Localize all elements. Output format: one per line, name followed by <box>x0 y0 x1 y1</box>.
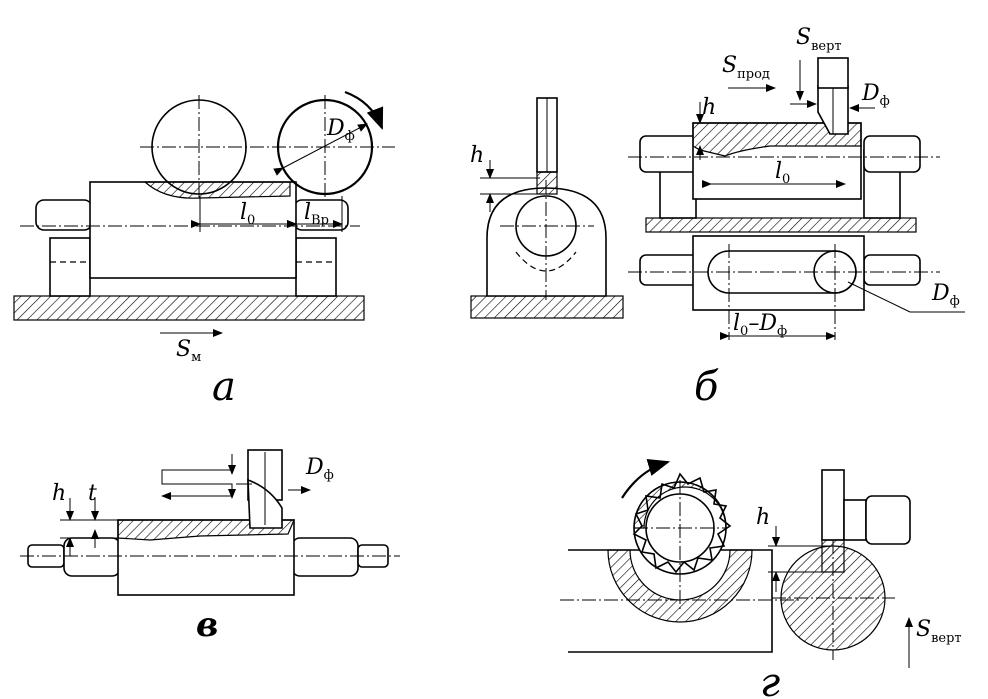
label-s-vert-b: S <box>796 25 811 50</box>
svg-text:l0–Dф: l0–Dф <box>733 311 787 339</box>
figure-b-front: h <box>470 97 624 319</box>
caption-b: б <box>694 364 719 410</box>
figure-a: Dф l0 lВр Sм а <box>13 90 395 410</box>
svg-text:l0: l0 <box>240 200 255 228</box>
label-s-vert-g: S <box>916 617 931 642</box>
right-support <box>295 237 337 297</box>
label-h-side: h <box>702 95 716 120</box>
workpiece-plan <box>692 235 865 311</box>
label-l0-a: l <box>240 200 247 225</box>
caption-g: г <box>760 660 780 699</box>
figure-b-side: Sпрод Sверт Dф h l0 Dф l0–Dф б <box>628 25 965 410</box>
figure-v: h t Dф в <box>20 449 400 645</box>
svg-text:l0: l0 <box>775 159 790 187</box>
label-sm-a: S <box>176 337 191 362</box>
label-h-v: h <box>52 481 66 506</box>
svg-text:Dф: Dф <box>326 116 355 144</box>
label-t-v: t <box>88 481 97 506</box>
machine-table <box>13 295 365 321</box>
label-d-phi-b: D <box>861 81 880 106</box>
toothed-disc-cutter <box>632 472 732 610</box>
caption-a: а <box>212 364 236 410</box>
label-l0-b: l <box>775 159 782 184</box>
label-d-phi-plan: D <box>931 281 950 306</box>
label-h-g: h <box>756 505 770 530</box>
svg-text:lВр: lВр <box>304 200 329 228</box>
svg-text:Sверт: Sверт <box>916 617 962 646</box>
label-lvr-a: l <box>304 200 311 225</box>
label-l0-minus-dphi: l <box>733 311 740 336</box>
svg-text:Dф: Dф <box>931 281 960 309</box>
svg-text:Sпрод: Sпрод <box>722 53 770 82</box>
left-support <box>49 237 91 297</box>
label-s-prod: S <box>722 53 737 78</box>
figure-g: h Sверт г <box>560 458 962 699</box>
label-h-front: h <box>470 143 484 168</box>
svg-text:Sверт: Sверт <box>796 25 842 54</box>
svg-text:Dф: Dф <box>861 81 890 109</box>
label-d-phi-a: D <box>326 116 345 141</box>
caption-v: в <box>196 605 218 645</box>
keyway-side <box>692 122 862 157</box>
label-d-phi-v: D <box>305 455 324 480</box>
svg-text:Sм: Sм <box>176 337 201 365</box>
svg-text:Dф: Dф <box>305 455 334 483</box>
